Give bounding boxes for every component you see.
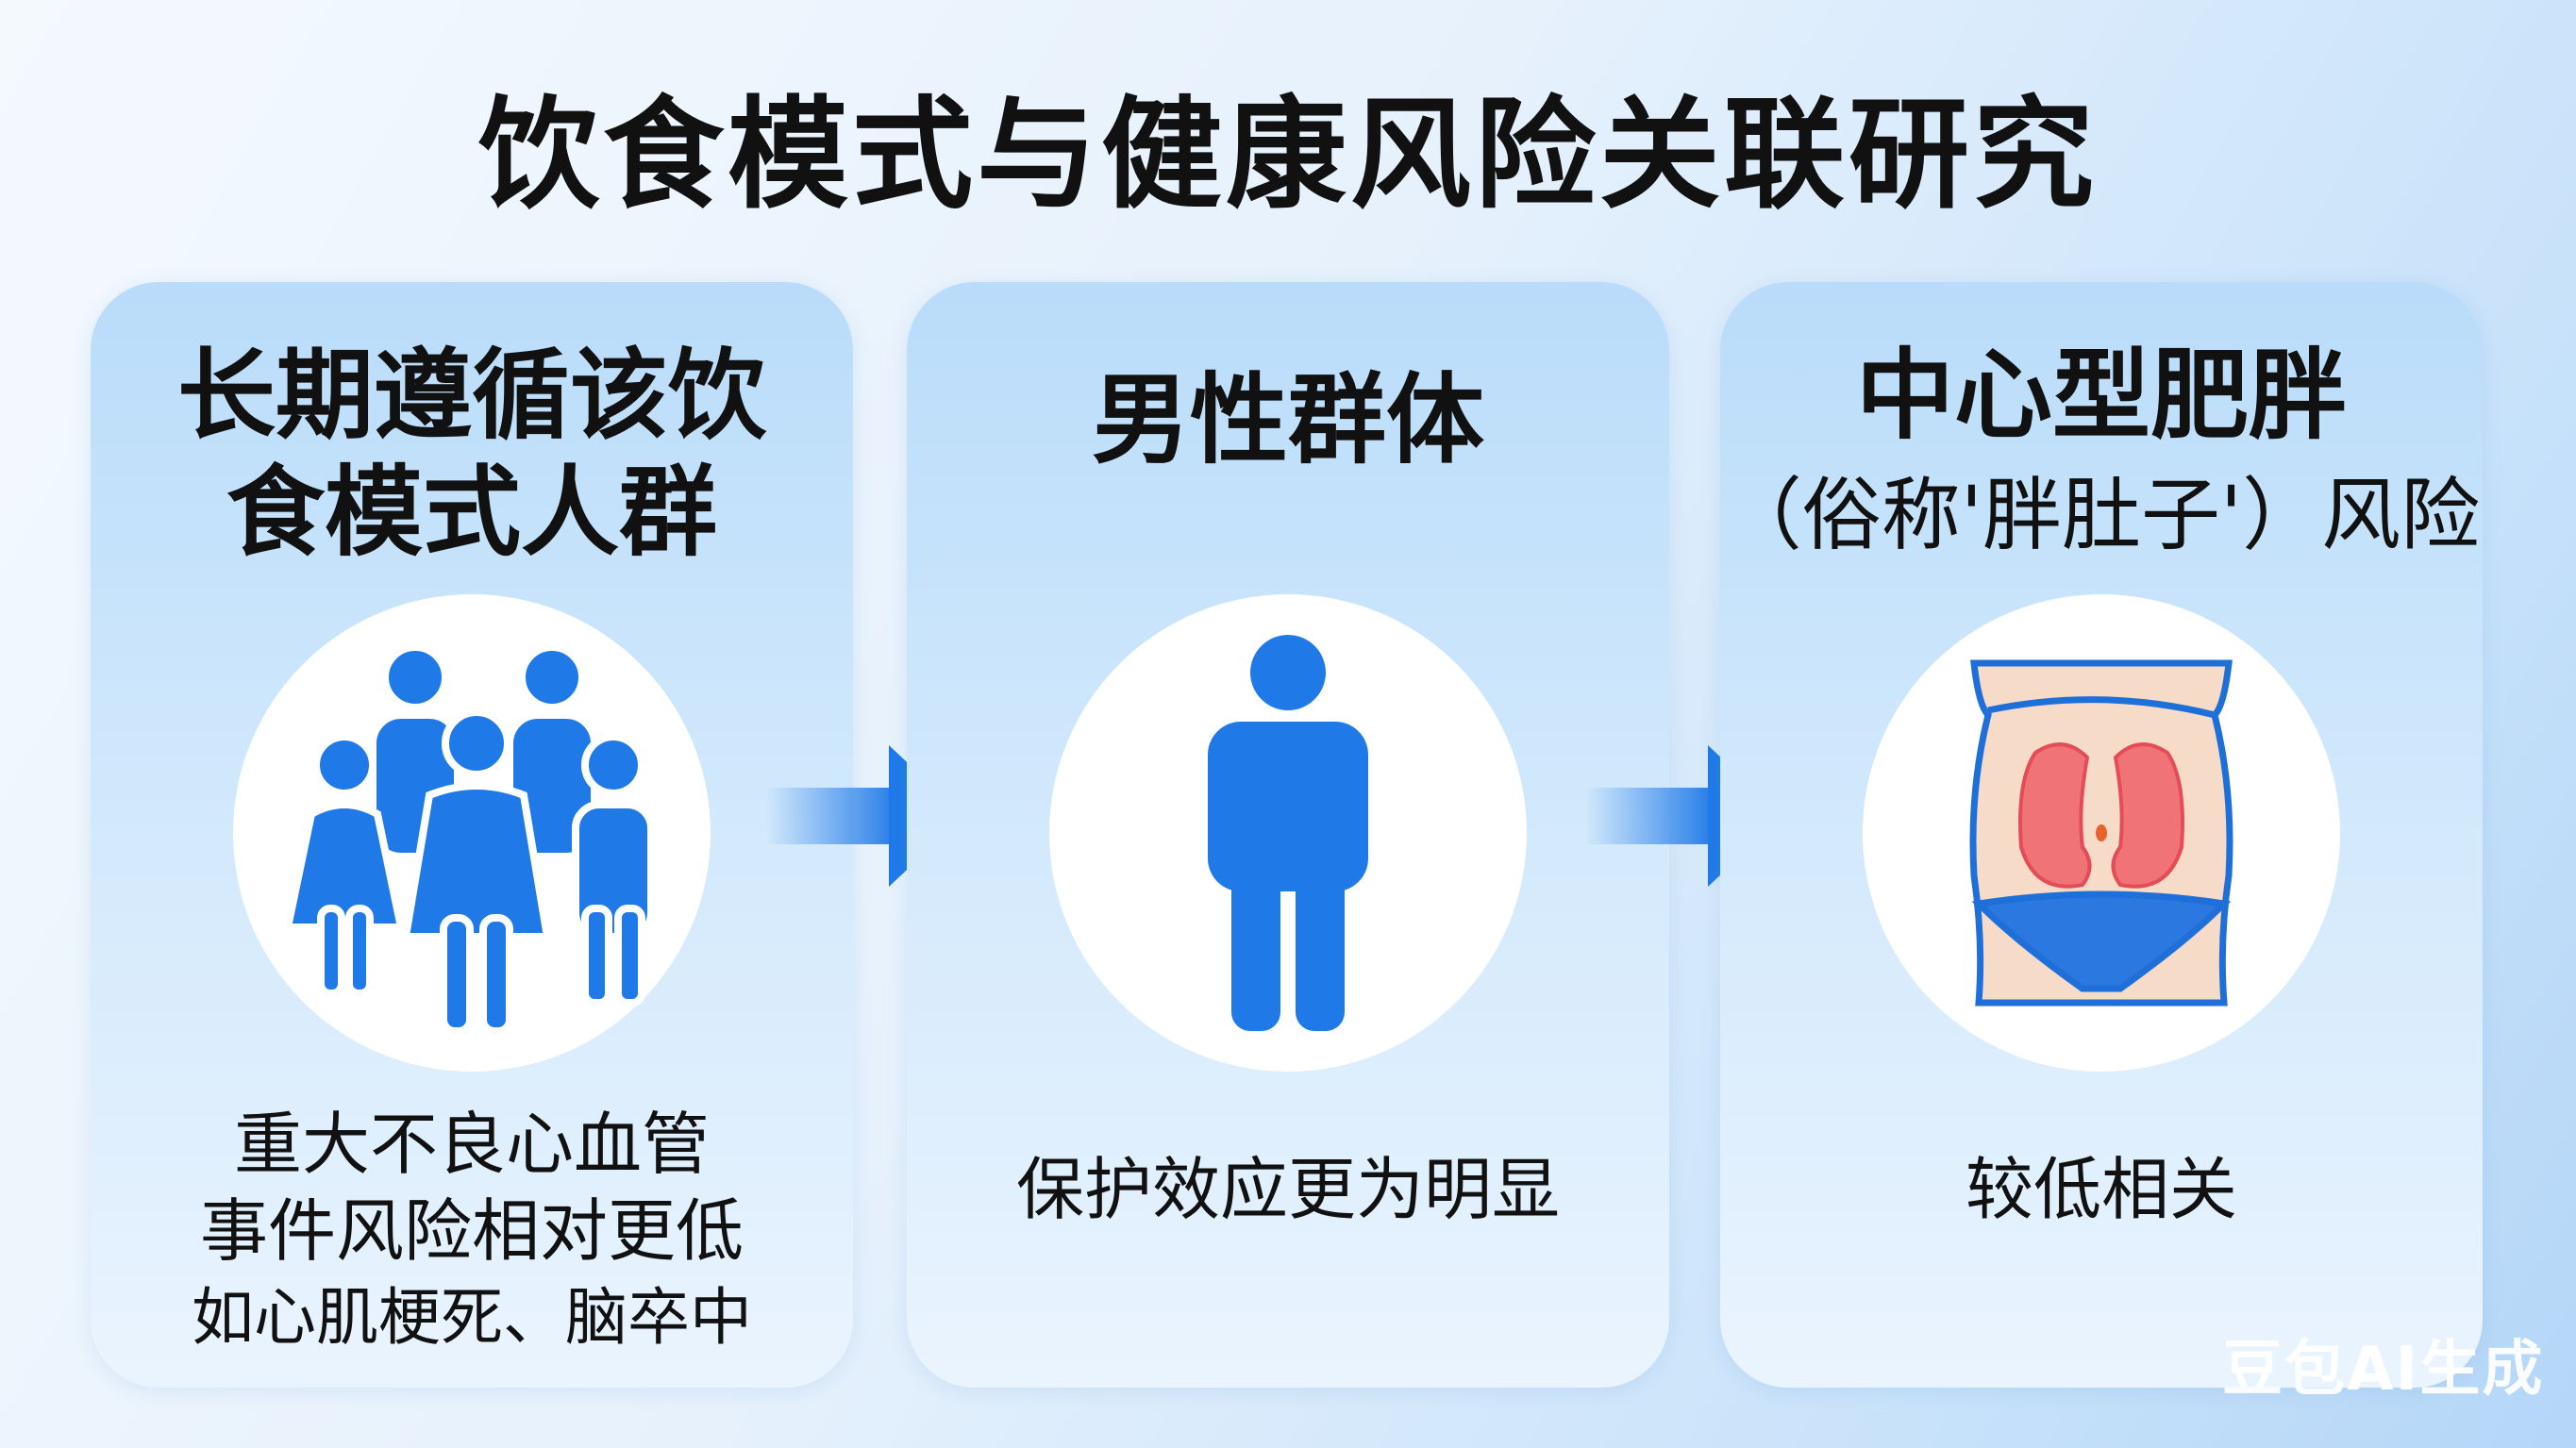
card-heading: 长期遵循该饮 食模式人群 <box>91 337 853 571</box>
card-heading-line: 长期遵循该饮 <box>176 338 766 453</box>
card-heading: 中心型肥胖 <box>1855 338 2347 453</box>
desc-line: 事件风险相对更低 <box>199 1191 744 1271</box>
card-description: 保护效应更为明显 <box>1015 1150 1560 1229</box>
man-icon <box>1208 635 1368 1031</box>
icon-circle <box>1863 594 2340 1072</box>
card-central-obesity: 中心型肥胖 （俗称'胖肚子'）风险 较低相关 <box>1720 282 2483 1388</box>
card-subtitle: （俗称'胖肚子'）风险 <box>1722 469 2481 561</box>
card-description: 重大不良心血管 事件风险相对更低 如心肌梗死、脑卒中 <box>91 1101 853 1361</box>
desc-line: 重大不良心血管 <box>233 1105 710 1184</box>
icon-circle <box>233 594 711 1072</box>
card-heading-line: 食模式人群 <box>226 455 717 570</box>
abdomen-icon <box>1969 659 2233 1007</box>
page-title: 饮食模式与健康风险关联研究 <box>477 85 2098 225</box>
desc-line-example: 如心肌梗死、脑卒中 <box>192 1281 752 1354</box>
card-description: 较低相关 <box>1965 1150 2237 1229</box>
group-of-people-icon <box>283 643 655 1035</box>
card-long-term-followers: 长期遵循该饮 食模式人群 重大不良心血管 事件风险相对更低 如心肌梗死、脑卒中 <box>91 282 853 1388</box>
watermark: 豆包AI生成 <box>2222 1335 2545 1405</box>
card-male-group: 男性群体 保护效应更为明显 <box>907 282 1669 1388</box>
card-heading: 男性群体 <box>1091 362 1484 477</box>
icon-circle <box>1049 594 1527 1072</box>
